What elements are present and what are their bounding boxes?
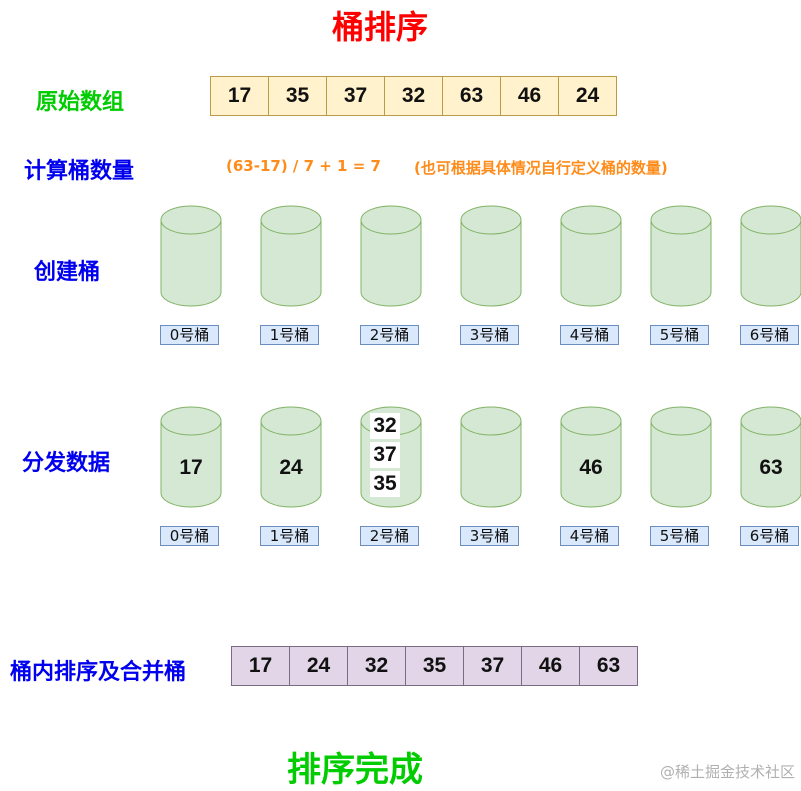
bucket-count-label: 计算桶数量 [24, 159, 135, 184]
merged-cell: 37 [463, 646, 522, 686]
bucket-cylinder [740, 205, 801, 307]
distribute-label: 分发数据 [22, 451, 111, 476]
original-array-label: 原始数组 [36, 90, 125, 115]
merged-cell: 32 [347, 646, 406, 686]
bucket-label: 6号桶 [740, 526, 799, 546]
bucket-label: 3号桶 [460, 526, 519, 546]
bucket-cylinder [560, 205, 622, 307]
sort-complete-text: 排序完成 [287, 750, 423, 790]
original-cell: 35 [268, 76, 327, 116]
original-cell: 46 [500, 76, 559, 116]
bucket-label: 1号桶 [260, 325, 319, 345]
bucket-cylinder [260, 406, 322, 508]
bucket-value: 37 [370, 442, 400, 468]
bucket-label: 6号桶 [740, 325, 799, 345]
merged-array: 17 24 32 35 37 46 63 [231, 646, 638, 686]
bucket-cylinder [460, 406, 522, 508]
bucket-label: 2号桶 [360, 526, 419, 546]
merged-cell: 24 [289, 646, 348, 686]
bucket-label: 2号桶 [360, 325, 419, 345]
bucket-label: 4号桶 [560, 526, 619, 546]
bucket-count-note: (也可根据具体情况自行定义桶的数量) [414, 159, 668, 177]
bucket-label: 5号桶 [650, 325, 709, 345]
bucket-label: 1号桶 [260, 526, 319, 546]
create-buckets-label: 创建桶 [34, 260, 101, 285]
bucket-cylinder [560, 406, 622, 508]
original-cell: 32 [384, 76, 443, 116]
watermark: @稀土掘金技术社区 [659, 763, 795, 781]
bucket-label: 0号桶 [160, 526, 219, 546]
bucket-cylinder [260, 205, 322, 307]
bucket-label: 5号桶 [650, 526, 709, 546]
diagram-title: 桶排序 [331, 8, 428, 46]
bucket-cylinder [650, 406, 712, 508]
bucket-cylinder [160, 406, 222, 508]
merged-cell: 35 [405, 646, 464, 686]
bucket-value: 46 [579, 456, 603, 479]
original-cell: 63 [442, 76, 501, 116]
bucket-cylinder [650, 205, 712, 307]
bucket-value: 32 [370, 413, 400, 439]
bucket-value: 24 [279, 456, 303, 479]
bucket-label: 4号桶 [560, 325, 619, 345]
merged-cell: 17 [231, 646, 290, 686]
bucket-label: 0号桶 [160, 325, 219, 345]
bucket-value: 63 [759, 456, 783, 479]
bucket-count-formula: (63-17) / 7 + 1 = 7 [226, 157, 381, 175]
bucket-cylinder [360, 205, 422, 307]
bucket-cylinder [460, 205, 522, 307]
merge-label: 桶内排序及合并桶 [10, 660, 187, 685]
original-array: 17 35 37 32 63 46 24 [210, 76, 617, 116]
merged-cell: 46 [521, 646, 580, 686]
bucket-value: 35 [370, 471, 400, 497]
bucket-cylinder [160, 205, 222, 307]
bucket-cylinder [740, 406, 801, 508]
original-cell: 24 [558, 76, 617, 116]
original-cell: 37 [326, 76, 385, 116]
original-cell: 17 [210, 76, 269, 116]
merged-cell: 63 [579, 646, 638, 686]
bucket-label: 3号桶 [460, 325, 519, 345]
bucket-value: 17 [179, 456, 203, 479]
